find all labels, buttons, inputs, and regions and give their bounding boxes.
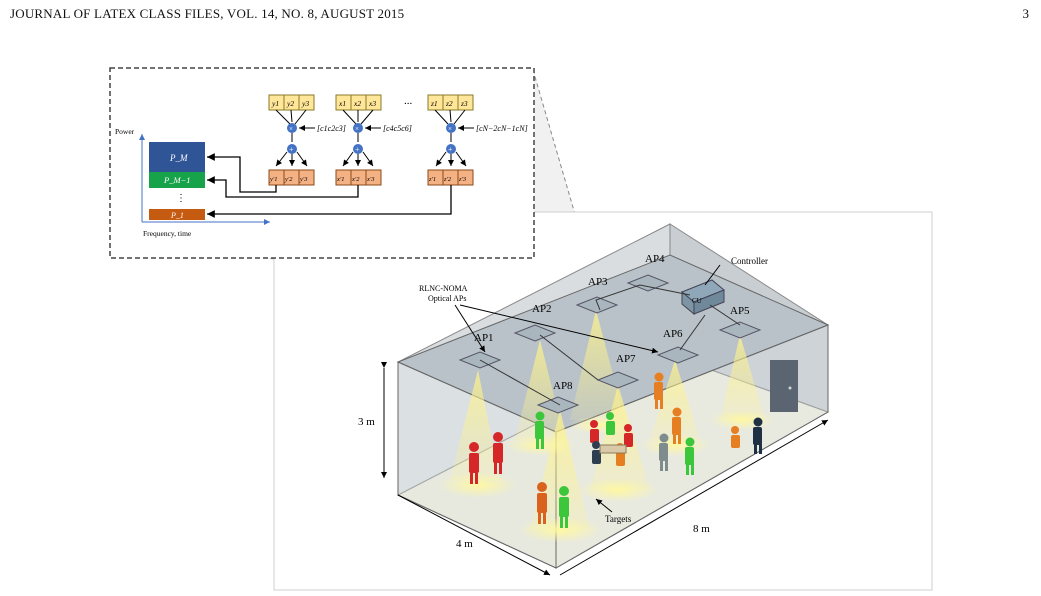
- svg-text:×: ×: [355, 125, 359, 133]
- add-node: [446, 144, 456, 154]
- targets-label: Targets: [605, 514, 632, 524]
- controller-box-label: CU: [692, 297, 702, 305]
- power-pm: [149, 142, 205, 172]
- power-pm1: [149, 172, 205, 188]
- add-node: [287, 144, 297, 154]
- svg-text:×: ×: [448, 125, 452, 133]
- svg-text:+: +: [448, 145, 453, 154]
- svg-text:x3: x3: [368, 99, 376, 108]
- svg-text:+: +: [355, 145, 360, 154]
- svg-text:y'3: y'3: [299, 176, 308, 183]
- width-label: 4 m: [456, 538, 473, 550]
- svg-text:z'1: z'1: [428, 176, 436, 183]
- table: [599, 444, 627, 454]
- room-figure: CU: [273, 211, 933, 591]
- svg-text:z3: z3: [460, 99, 468, 108]
- mult-node: [353, 123, 363, 133]
- power-pm1-label: P_M−1: [163, 175, 191, 185]
- group-x: x1 x2 x3 × [c4c5c6] + x'1 x'2 x'3: [335, 94, 412, 186]
- svg-text:y'1: y'1: [269, 176, 278, 183]
- mult-node: [287, 123, 297, 133]
- coef-1: [c1c2c3]: [317, 124, 346, 133]
- axis-y-label: Power: [115, 127, 135, 136]
- svg-text:y2: y2: [286, 99, 294, 108]
- ap8-label: AP8: [553, 380, 573, 392]
- people: [469, 372, 763, 528]
- svg-text:y3: y3: [301, 99, 309, 108]
- power-p1: [149, 209, 205, 220]
- ap6-label: AP6: [663, 328, 683, 340]
- ap1-label: AP1: [474, 332, 494, 344]
- ap-type-label-2: Optical APs: [428, 294, 466, 303]
- controller-label: Controller: [731, 256, 768, 266]
- mult-node: [446, 123, 456, 133]
- coef-3: [cN−2cN−1cN]: [476, 124, 528, 133]
- svg-text:×: ×: [289, 125, 293, 133]
- svg-text:z2: z2: [445, 99, 453, 108]
- length-label: 8 m: [693, 523, 710, 535]
- groups-ellipsis: ...: [404, 95, 413, 107]
- room-labels: AP1 AP2 AP3 AP4 AP5 AP6 AP7 AP8 Controll…: [358, 253, 768, 550]
- group-z: z1 z2 z3 × [cN−2cN−1cN] + z'1 z'2 z'3: [427, 94, 528, 186]
- ap4-label: AP4: [645, 253, 665, 265]
- journal-header: JOURNAL OF LATEX CLASS FILES, VOL. 14, N…: [10, 6, 405, 21]
- svg-text:+: +: [289, 145, 294, 154]
- svg-text:y'2: y'2: [284, 176, 293, 183]
- ap-type-label-1: RLNC-NOMA: [419, 284, 468, 293]
- svg-text:z1: z1: [430, 99, 438, 108]
- svg-text:z'2: z'2: [443, 176, 452, 183]
- svg-text:x1: x1: [338, 99, 346, 108]
- height-label: 3 m: [358, 416, 375, 428]
- group-y: y1 y2 y3 × [c1c2c3] + y'1 y'2 y'3: [268, 94, 346, 186]
- power-ellipsis: ⋮: [176, 193, 186, 204]
- ap5-label: AP5: [730, 305, 750, 317]
- ap2-label: AP2: [532, 303, 552, 315]
- coef-2: [c4c5c6]: [383, 124, 412, 133]
- svg-text:y1: y1: [271, 99, 279, 108]
- door: [770, 360, 798, 412]
- add-node: [353, 144, 363, 154]
- ap3-label: AP3: [588, 276, 608, 288]
- axis-x-label: Frequency, time: [143, 229, 192, 238]
- power-pm-label: P_M: [169, 153, 188, 163]
- svg-text:x'2: x'2: [351, 176, 360, 183]
- svg-text:x2: x2: [353, 99, 361, 108]
- svg-text:z'3: z'3: [458, 176, 467, 183]
- rlnc-noma-inset: Power Frequency, time P_M P_M−1 ⋮ P_1 ..…: [109, 67, 535, 259]
- ap7-label: AP7: [616, 353, 636, 365]
- power-p1-label: P_1: [170, 211, 184, 220]
- page-number: 3: [1022, 6, 1030, 21]
- svg-text:x'3: x'3: [366, 176, 375, 183]
- svg-text:x'1: x'1: [336, 176, 345, 183]
